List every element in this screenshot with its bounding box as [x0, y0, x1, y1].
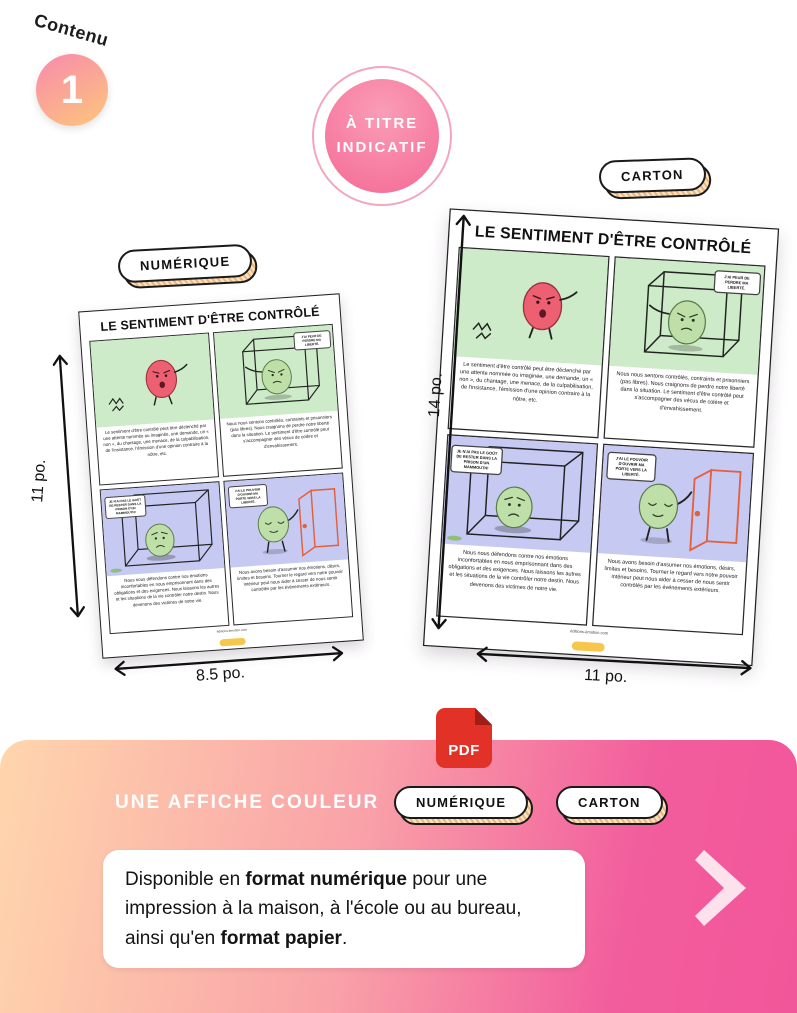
indicative-badge-inner: À TITRE INDICATIF	[325, 79, 439, 193]
puddle-icon	[447, 535, 462, 541]
freedom-door-illustration	[638, 468, 742, 552]
green-blob-character	[145, 523, 175, 557]
panel-art-need: J'AI LE POUVOIR D'OUVRIR MA PORTE VERS L…	[597, 445, 753, 563]
panel-art-feeling: J'AI PEUR DE PERDRE MA LIBERTÉ.	[609, 257, 765, 375]
panel-art-defense: JE N'AI PAS LE GOÛT DE RESTER DANS LA PR…	[100, 482, 225, 577]
green-blob-character	[261, 359, 292, 395]
panel-art-defense: JE N'AI PAS LE GOÛT DE RESTER DANS LA PR…	[441, 435, 597, 553]
sticker-carton: CARTON	[598, 157, 712, 200]
info-panel: UNE AFFICHE COULEUR NUMÉRIQUE CARTON Dis…	[0, 740, 797, 1013]
badge-line2: INDICATIF	[336, 139, 428, 156]
panel-heading: UNE AFFICHE COULEUR	[115, 792, 380, 813]
speech-bubble: J'AI PEUR DE PERDRE MA LIBERTÉ.	[292, 330, 331, 351]
comic-panel-feeling: J'AI PEUR DE PERDRE MA LIBERTÉ. Nous nou…	[212, 323, 343, 477]
pink-blob-character	[145, 359, 178, 398]
scribble-icon	[472, 321, 492, 340]
open-door-icon	[298, 488, 340, 557]
comic-panel-need: J'AI LE POUVOIR D'OUVRIR MA PORTE VERS L…	[223, 472, 354, 626]
pink-blob-character	[522, 282, 563, 331]
panel-caption: Le sentiment d'être contrôlé peut être d…	[103, 422, 210, 457]
desc-bold-numerique: format numérique	[245, 869, 407, 890]
open-door-icon	[689, 468, 742, 552]
indicative-badge: À TITRE INDICATIF	[312, 66, 452, 206]
panel-caption: Nous nous défendons contre nos émotions …	[114, 572, 220, 608]
poster: LE SENTIMENT D'ÊTRE CONTRÔLÉ Le sentimen…	[78, 293, 364, 659]
height-arrow-carton	[427, 212, 475, 638]
desc-text-3: .	[341, 927, 348, 949]
format-pill-carton-label: CARTON	[556, 786, 663, 819]
pink-character-illustration	[472, 282, 578, 340]
green-blob-character	[257, 506, 289, 543]
desc-text-2: pour une impression à la maison, à l'éco…	[125, 869, 522, 949]
desc-text-1: Disponible en	[125, 869, 246, 890]
comic-panel-need: J'AI LE POUVOIR D'OUVRIR MA PORTE VERS L…	[592, 443, 755, 636]
brand-badge	[219, 637, 246, 647]
panel-caption: Nous nous sentons contrôlés, contraints …	[226, 414, 333, 449]
comic-panel-trigger: Le sentiment d'être contrôlé peut être d…	[447, 246, 610, 439]
panel-caption: Nous avons besoin d'assumer nos émotions…	[237, 562, 344, 593]
panel-art-need: J'AI LE POUVOIR D'OUVRIR MA PORTE VERS L…	[224, 473, 349, 568]
pdf-label: PDF	[448, 742, 480, 759]
sticker-numerique: NUMÉRIQUE	[117, 243, 259, 290]
pdf-fold-corner	[475, 708, 492, 725]
panel-art-trigger	[90, 333, 215, 428]
width-arrow-numerique	[111, 642, 346, 685]
width-arrow-carton	[473, 643, 754, 685]
comic-grid: Le sentiment d'être contrôlé peut être d…	[436, 246, 766, 636]
contenu-label: Contenu	[31, 9, 111, 51]
poster-numerique: LE SENTIMENT D'ÊTRE CONTRÔLÉ Le sentimen…	[78, 293, 364, 659]
speech-bubble: J'AI LE POUVOIR D'OUVRIR MA PORTE VERS L…	[606, 451, 657, 483]
comic-panel-defense: JE N'AI PAS LE GOÛT DE RESTER DANS LA PR…	[436, 434, 599, 626]
speech-bubble: J'AI PEUR DE PERDRE MA LIBERTÉ.	[712, 269, 761, 296]
green-blob-character	[638, 483, 679, 530]
desc-bold-papier: format papier	[220, 927, 342, 949]
speech-bubble: J'AI LE POUVOIR D'OUVRIR MA PORTE VERS L…	[227, 483, 269, 509]
description-card: Disponible en format numérique pour une …	[103, 850, 585, 969]
comic-panel-trigger: Le sentiment d'être contrôlé peut être d…	[89, 332, 220, 486]
next-chevron-icon[interactable]	[694, 846, 750, 930]
panel-caption: Nous avons besoin d'assumer nos émotions…	[604, 557, 738, 595]
green-blob-character	[667, 300, 707, 345]
dimension-label-height-carton: 14 po.	[425, 372, 446, 418]
panel-art-trigger	[453, 248, 609, 366]
dimension-label-width-numerique: 8.5 po.	[195, 664, 246, 685]
panel-caption: Nous nous défendons contre nos émotions …	[448, 548, 581, 592]
sticker-carton-label: CARTON	[598, 157, 707, 194]
step-number-badge: 1	[36, 54, 108, 126]
comic-panel-feeling: J'AI PEUR DE PERDRE MA LIBERTÉ. Nous nou…	[603, 256, 766, 448]
pink-character-illustration	[108, 359, 188, 412]
format-pill-numerique-label: NUMÉRIQUE	[394, 786, 529, 819]
comic-panel-defense: JE N'AI PAS LE GOÛT DE RESTER DANS LA PR…	[99, 481, 230, 635]
freedom-door-illustration	[257, 488, 340, 557]
pdf-icon[interactable]: PDF	[436, 708, 492, 768]
height-arrow-numerique	[49, 352, 90, 626]
dimension-label-height-numerique: 11 po.	[29, 458, 50, 504]
dimension-label-width-carton: 11 po.	[583, 666, 628, 687]
format-pill-carton[interactable]: CARTON	[556, 786, 668, 825]
sticker-numerique-label: NUMÉRIQUE	[117, 243, 254, 284]
speech-bubble: JE N'AI PAS LE GOÛT DE RESTER DANS LA PR…	[104, 494, 147, 520]
format-pill-numerique[interactable]: NUMÉRIQUE	[394, 786, 534, 825]
poster: LE SENTIMENT D'ÊTRE CONTRÔLÉ Le sentimen…	[422, 208, 780, 667]
badge-line1: À TITRE	[345, 115, 419, 132]
puddle-icon	[110, 568, 122, 573]
poster-carton: LE SENTIMENT D'ÊTRE CONTRÔLÉ Le sentimen…	[422, 208, 780, 667]
panel-caption: Nous nous sentons contrôlés, contraints …	[616, 370, 750, 413]
green-blob-character	[495, 486, 533, 529]
step-number: 1	[60, 68, 84, 112]
panel-art-feeling: J'AI PEUR DE PERDRE MA LIBERTÉ.	[214, 324, 338, 419]
panel-caption: Le sentiment d'être contrôlé peut être d…	[459, 360, 594, 403]
comic-grid: Le sentiment d'être contrôlé peut être d…	[89, 323, 354, 635]
scribble-icon	[108, 397, 124, 412]
